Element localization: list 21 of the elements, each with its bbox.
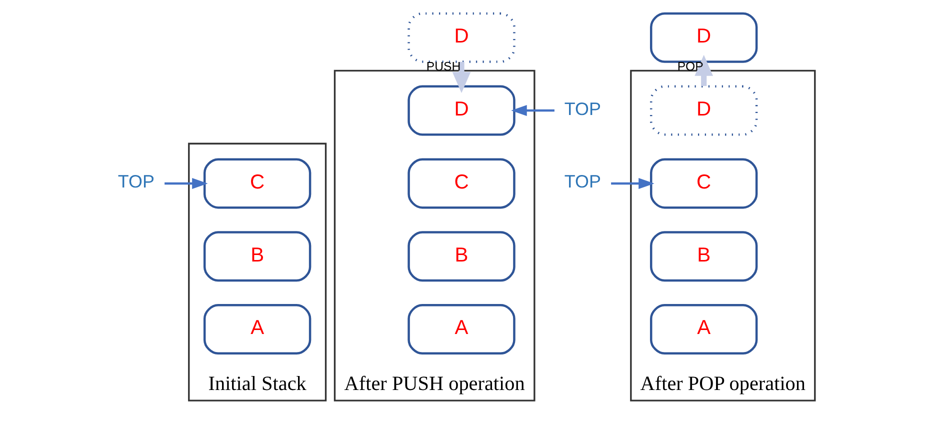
node-box: B	[649, 230, 758, 282]
arrow	[694, 54, 713, 86]
node-box: C	[202, 158, 311, 208]
arrow	[452, 61, 470, 92]
node-box: D	[649, 12, 758, 62]
node-box: C	[649, 158, 758, 208]
arrow	[510, 104, 554, 116]
node-box: A	[202, 304, 311, 354]
arrow	[610, 177, 654, 188]
node-box: B	[407, 230, 515, 282]
node-text: TOP	[564, 171, 600, 192]
arrow	[164, 177, 208, 188]
node-box: D	[407, 12, 515, 62]
node-box: A	[407, 304, 515, 354]
node-text: TOP	[117, 171, 154, 192]
node-box: D	[649, 84, 758, 136]
node-text: TOP	[564, 98, 600, 118]
node-box: A	[649, 304, 758, 354]
node-box: B	[202, 230, 311, 282]
node-box: C	[407, 158, 515, 208]
node-box: D	[407, 84, 515, 136]
